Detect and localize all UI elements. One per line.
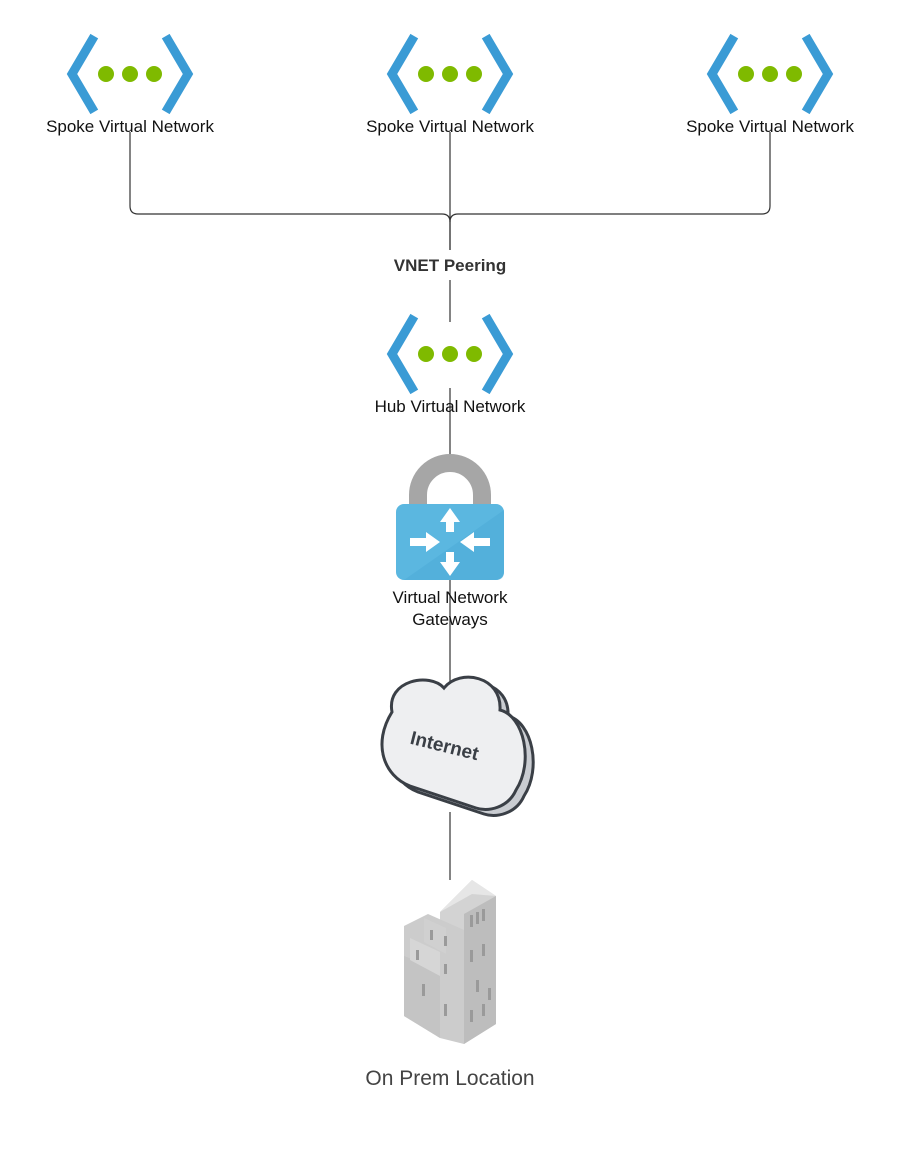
onprem-label: On Prem Location <box>365 1067 534 1090</box>
connectors <box>129 132 771 880</box>
office-building-icon <box>404 880 496 1044</box>
peering-edge-label: VNET Peering <box>394 256 506 275</box>
edge-spoke-3-to-hub <box>449 132 771 223</box>
gateway-node[interactable]: Virtual Network Gateways <box>393 454 508 629</box>
virtual-network-icon <box>392 320 508 388</box>
spoke-vnet-node[interactable]: Spoke Virtual Network <box>46 40 214 136</box>
virtual-network-icon <box>712 40 828 108</box>
gateway-label-line-1: Virtual Network <box>393 588 508 607</box>
hub-vnet-node[interactable]: Hub Virtual Network <box>375 320 526 416</box>
spoke-vnet-node[interactable]: Spoke Virtual Network <box>366 40 534 136</box>
onprem-node[interactable]: On Prem Location <box>365 880 535 1090</box>
spoke-vnet-label: Spoke Virtual Network <box>46 117 214 136</box>
virtual-network-icon <box>72 40 188 108</box>
virtual-network-icon <box>392 40 508 108</box>
edge-spoke-1-to-hub <box>129 132 451 250</box>
cloud-icon: Internet <box>380 675 535 817</box>
spoke-vnet-label: Spoke Virtual Network <box>686 117 854 136</box>
internet-node[interactable]: Internet <box>380 675 535 817</box>
vpn-gateway-icon <box>396 454 504 580</box>
spoke-vnet-node[interactable]: Spoke Virtual Network <box>686 40 854 136</box>
gateway-label-line-2: Gateways <box>412 610 488 629</box>
hub-vnet-label: Hub Virtual Network <box>375 397 526 416</box>
spoke-vnet-label: Spoke Virtual Network <box>366 117 534 136</box>
